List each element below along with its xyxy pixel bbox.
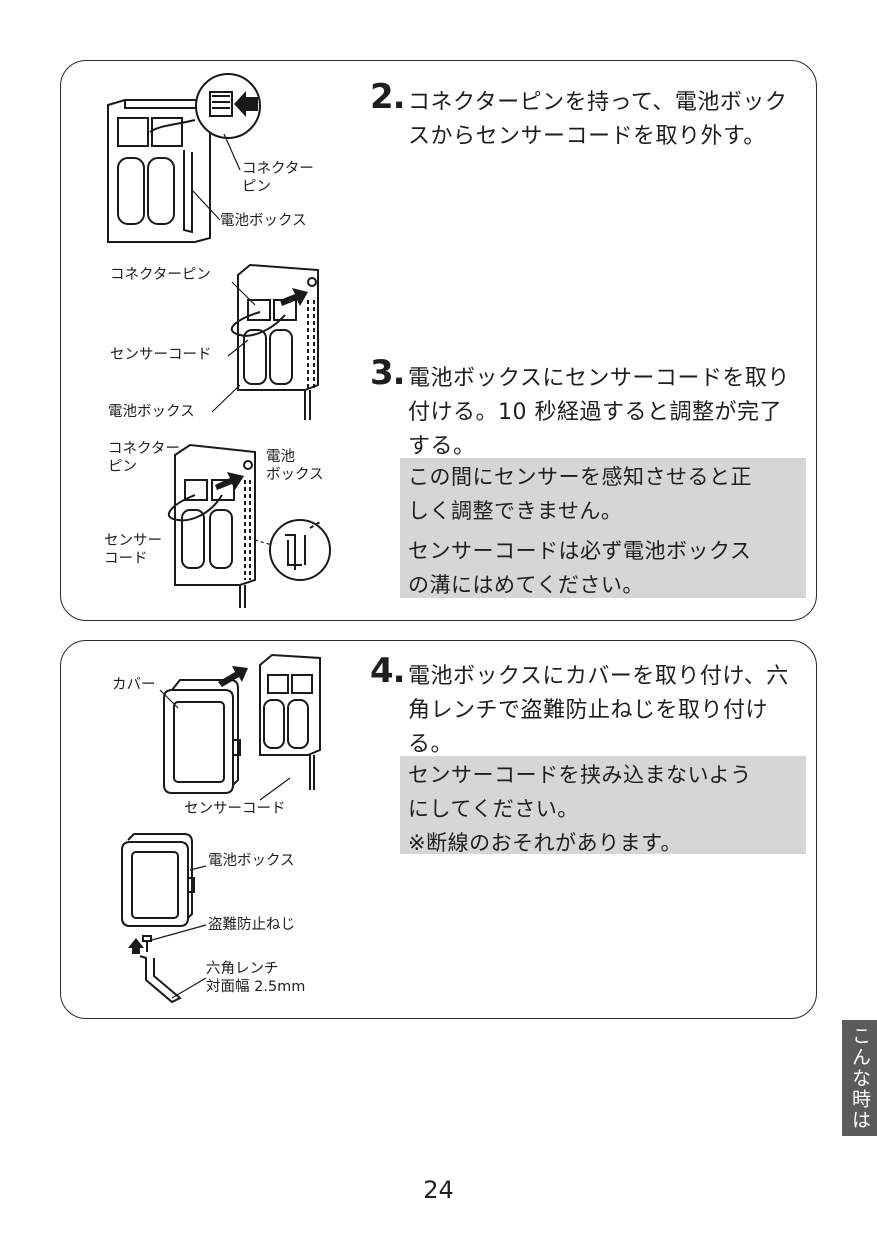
fig4-sensor-cord-label: センサーコード — [184, 801, 286, 817]
step-4-note-line-2: にしてください。 — [408, 797, 579, 821]
instruction-panel-step-4 — [60, 640, 817, 1019]
fig3-connector-pin-label: コネクター ピン — [108, 441, 180, 475]
step-3-line-1: 電池ボックスにセンサーコードを取り — [408, 366, 790, 391]
step-3-line-2: 付ける。10 秒経過すると調整が完了 — [408, 400, 782, 425]
step-2-line-2: スからセンサーコードを取り外す。 — [408, 124, 766, 149]
step-4-note-line-1: センサーコードを挟み込まないよう — [408, 763, 752, 787]
instruction-panel-steps-2-3 — [60, 60, 817, 621]
step-3-note-2-line-2: の溝にはめてください。 — [408, 573, 644, 597]
fig2-sensor-cord-label: センサーコード — [110, 347, 212, 363]
step-4-line-2: 角レンチで盗難防止ねじを取り付け — [408, 698, 769, 723]
fig1-battery-box-label: 電池ボックス — [220, 213, 307, 229]
cover-attach-illustration — [159, 653, 321, 801]
step-4-line-3: る。 — [408, 732, 454, 757]
battery-box-connect-illustration — [230, 263, 319, 420]
step-2-line-1: コネクターピンを持って、電池ボック — [408, 90, 788, 115]
step-3-instruction: 3. 電池ボックスにセンサーコードを取り 付ける。10 秒経過すると調整が完了 … — [370, 356, 790, 464]
fig4-battery-box-label: 電池ボックス — [208, 853, 295, 869]
step-3-note-1-line-2: しく調整できません。 — [408, 499, 623, 523]
step-4-instruction: 4. 電池ボックスにカバーを取り付け、六 角レンチで盗難防止ねじを取り付け る。 — [370, 654, 789, 762]
fig2-connector-pin-label: コネクターピン — [110, 267, 211, 283]
step-3-caution-note: この間にセンサーを感知させると正 しく調整できません。 センサーコードは必ず電池… — [400, 458, 806, 598]
step-4-number: 4. — [370, 651, 406, 691]
fig1-connector-pin-label: コネクター ピン — [242, 161, 314, 195]
battery-box-disconnect-illustration — [107, 73, 261, 243]
section-side-tab: こんな時は — [842, 1020, 877, 1136]
step-4-note-line-3: ※断線のおそれがあります。 — [408, 831, 682, 855]
step-3-number: 3. — [370, 353, 406, 393]
fig3-sensor-cord-label: センサー コード — [104, 533, 162, 567]
step-3-line-3: する。 — [408, 434, 476, 459]
screw-wrench-illustration — [121, 833, 207, 1004]
fig2-battery-box-label: 電池ボックス — [108, 404, 195, 420]
step-4-caution-note: センサーコードを挟み込まないよう にしてください。 ※断線のおそれがあります。 — [400, 756, 806, 855]
step-2-instruction: 2. コネクターピンを持って、電池ボック スからセンサーコードを取り外す。 — [370, 80, 788, 154]
fig3-battery-box-label: 電池 ボックス — [266, 449, 324, 483]
step-2-number: 2. — [370, 77, 406, 117]
step-3-note-1-line-1: この間にセンサーを感知させると正 — [408, 465, 752, 489]
battery-box-groove-illustration — [167, 443, 331, 608]
fig4-hex-wrench-label: 六角レンチ 対面幅 2.5mm — [206, 961, 306, 995]
fig4-cover-label: カバー — [112, 677, 156, 693]
step-3-note-2-line-1: センサーコードは必ず電池ボックス — [408, 539, 752, 563]
fig4-antitheft-screw-label: 盗難防止ねじ — [208, 917, 295, 933]
page-number: 24 — [423, 1176, 454, 1204]
step-4-line-1: 電池ボックスにカバーを取り付け、六 — [408, 664, 789, 689]
